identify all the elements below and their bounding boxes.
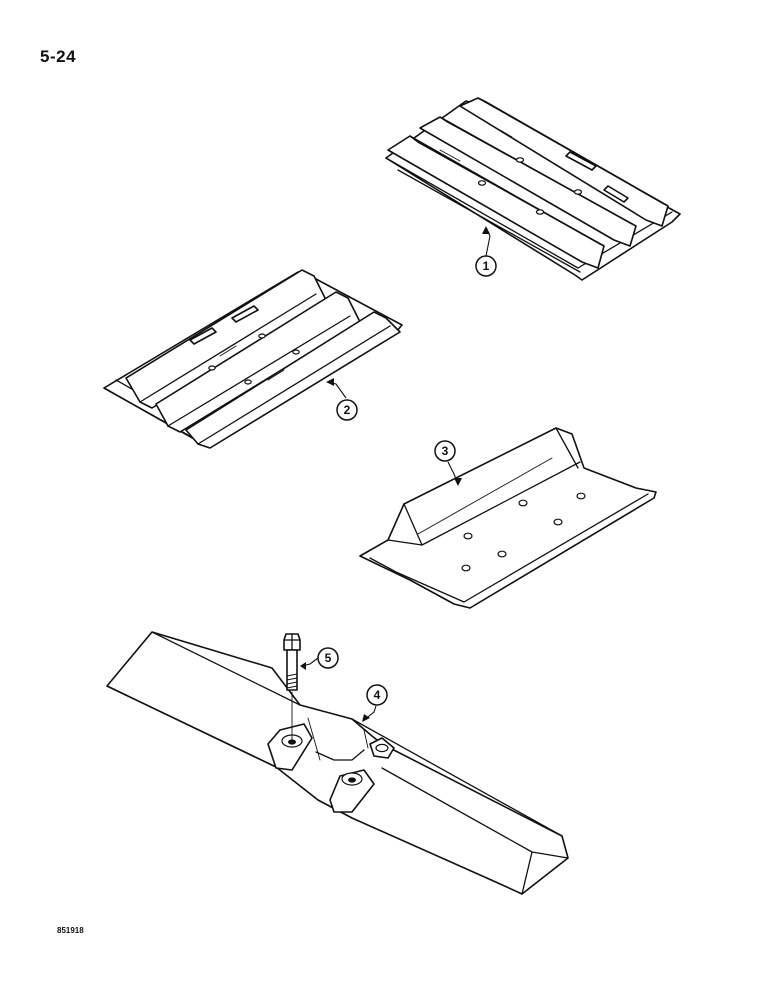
leader-2 <box>327 381 347 399</box>
callout-2-label: 2 <box>344 403 351 417</box>
callout-3-label: 3 <box>442 444 449 458</box>
callout-1-label: 1 <box>483 259 490 273</box>
page-number: 5-24 <box>40 47 77 66</box>
part-2-triple-grouser-shoe <box>103 269 403 449</box>
figure-id: 851918 <box>57 926 84 935</box>
callout-5-label: 5 <box>325 651 332 665</box>
part-5-bolt <box>283 633 301 741</box>
part-4-grouser-bar <box>106 631 569 895</box>
callout-3: 3 <box>434 440 456 462</box>
callout-1: 1 <box>475 255 497 277</box>
callout-4: 4 <box>366 684 388 706</box>
callout-5: 5 <box>317 647 339 669</box>
part-3-single-grouser-shoe <box>359 427 657 609</box>
callout-2: 2 <box>336 399 358 421</box>
callout-4-label: 4 <box>374 688 381 702</box>
part-1-triple-grouser-shoe <box>385 97 681 281</box>
